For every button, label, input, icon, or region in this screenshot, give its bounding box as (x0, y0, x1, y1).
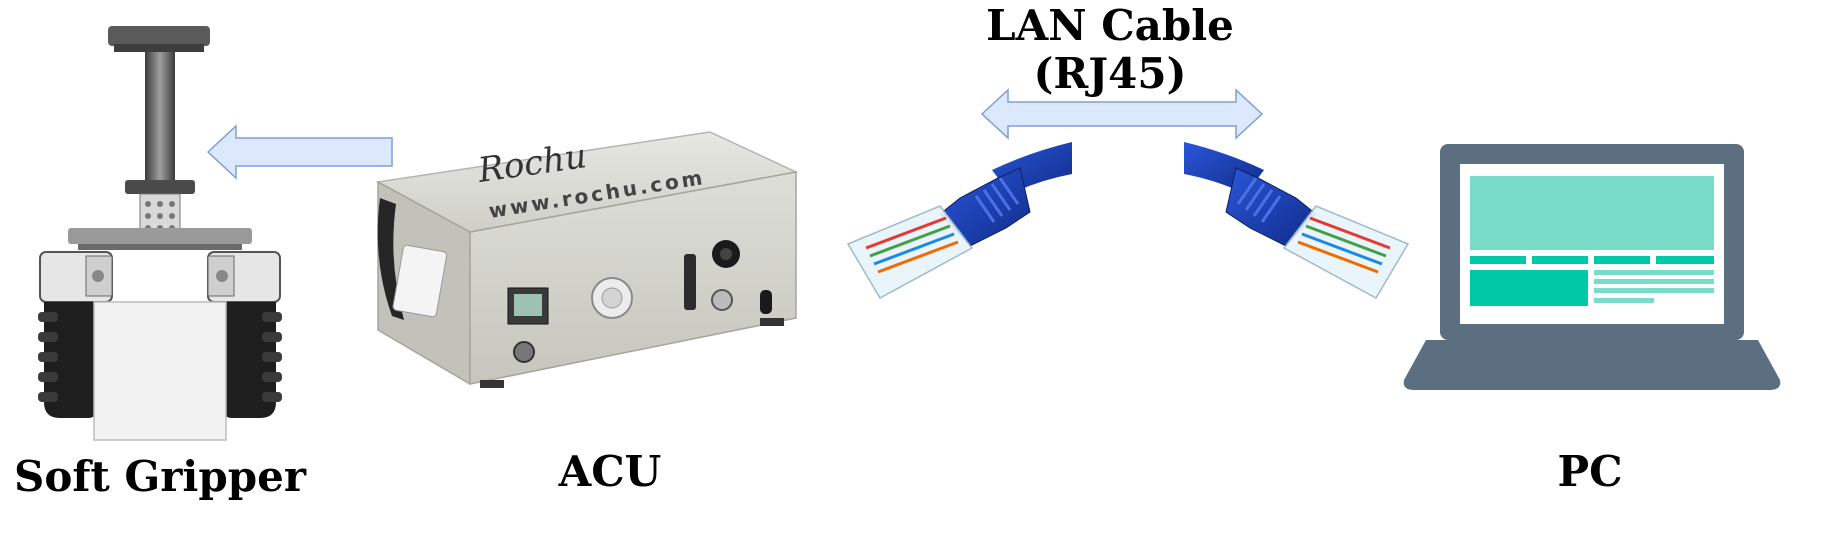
lan-cable-label-line2: (RJ45) (1033, 49, 1187, 98)
laptop-icon (1403, 144, 1781, 390)
lan-cable-label: LAN Cable (RJ45) (960, 2, 1260, 98)
acu-device-image: Rochu www.rochu.com (375, 131, 799, 388)
pc-label: PC (1557, 447, 1623, 496)
soft-gripper-image (38, 26, 282, 441)
soft-gripper-label: Soft Gripper (14, 452, 306, 501)
acu-label: ACU (558, 447, 662, 496)
lan-double-arrow (980, 88, 1264, 140)
left-arrow (206, 124, 393, 180)
lan-cable-label-line1: LAN Cable (986, 1, 1234, 50)
rj45-left-connector (846, 142, 1072, 300)
rj45-right-connector (1184, 142, 1410, 300)
